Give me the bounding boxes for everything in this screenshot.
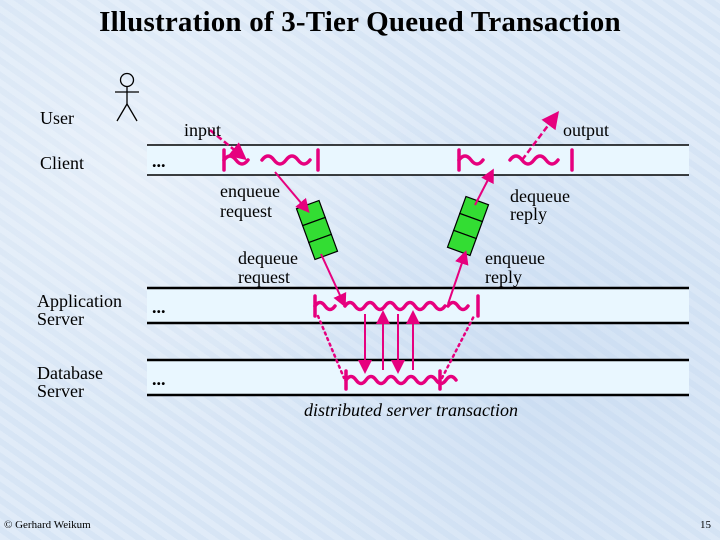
dequeue-reply-label-1: dequeue: [510, 186, 570, 206]
output-label: output: [563, 120, 610, 140]
reply-queue: [446, 195, 490, 257]
enqueue-request-label-2: request: [220, 201, 272, 221]
enqueue-reply-label-1: enqueue: [485, 248, 545, 268]
dequeue-request-label-2: request: [238, 267, 290, 287]
client-band: [147, 145, 689, 175]
app-server-label-2: Server: [37, 309, 84, 329]
app-server-band: [147, 288, 689, 323]
client-ellipsis: ...: [152, 151, 166, 171]
input-arrow: [209, 129, 247, 161]
enqueue-request-label-1: enqueue: [220, 181, 280, 201]
app-ellipsis: ...: [152, 297, 166, 317]
db-server-band: [147, 360, 689, 395]
client-txn-left: [222, 148, 320, 172]
client-label: Client: [40, 153, 84, 173]
dotted-right-arrow: [440, 314, 476, 380]
dequeue-reply-label-2: reply: [510, 204, 547, 224]
user-label: User: [40, 108, 74, 128]
app-server-txn: [313, 294, 480, 318]
input-label: input: [184, 120, 222, 140]
db-ellipsis: ...: [152, 369, 166, 389]
author-footer: © Gerhard Weikum: [4, 519, 91, 531]
request-queue: [295, 199, 339, 261]
slide-title: Illustration of 3-Tier Queued Transactio…: [99, 6, 621, 38]
enqueue-reply-label-2: reply: [485, 267, 522, 287]
enqueue-request-arrow: [274, 171, 310, 214]
user-figure-icon: [115, 72, 139, 122]
db-calls: [358, 310, 420, 374]
db-server-label-2: Server: [37, 381, 84, 401]
dequeue-request-arrow: [320, 253, 347, 308]
db-server-txn: [344, 369, 458, 391]
distributed-txn-label: distributed server transaction: [304, 400, 518, 420]
output-arrow: [521, 111, 560, 161]
page-number: 15: [700, 519, 711, 531]
dequeue-reply-arrow: [474, 168, 494, 206]
app-server-label-1: Application: [37, 291, 122, 311]
enqueue-reply-arrow: [447, 250, 469, 305]
db-server-label-1: Database: [37, 363, 103, 383]
dotted-left-arrow: [316, 314, 346, 380]
client-txn-right: [457, 148, 574, 172]
dequeue-request-label-1: dequeue: [238, 248, 298, 268]
